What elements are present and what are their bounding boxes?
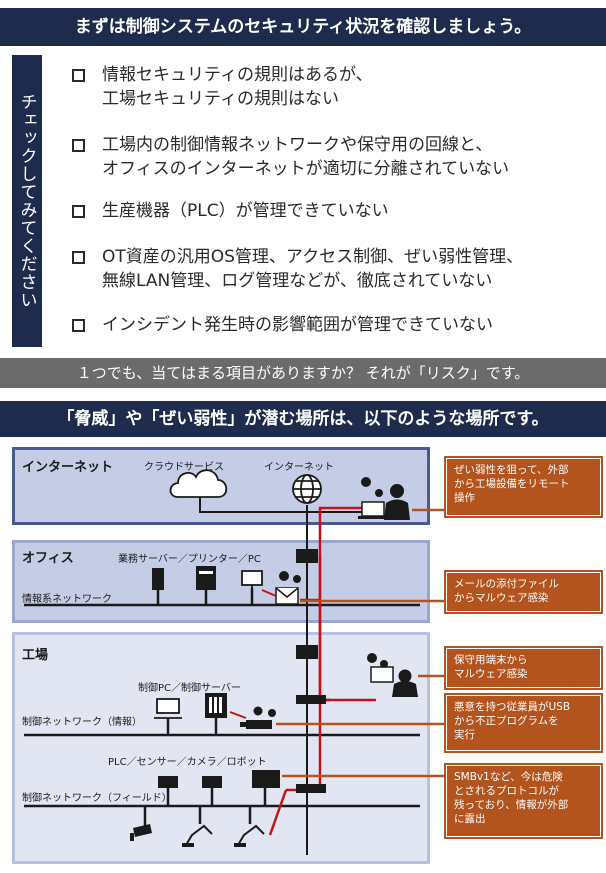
plc-icon <box>158 770 280 788</box>
office-network-line <box>24 588 420 607</box>
checkbox-icon[interactable] <box>72 319 85 332</box>
zone-factory <box>12 632 430 864</box>
checkbox-icon[interactable] <box>72 251 85 264</box>
callout-usb-malicious: 悪意を持つ従業員がUSB から不正プログラムを 実行 <box>444 693 603 753</box>
checkbox-icon[interactable] <box>72 139 85 152</box>
checklist-item-text: インシデント発生時の影響範囲が管理できていない <box>102 315 493 335</box>
switch-icon <box>296 695 326 793</box>
control-pc-label: 制御PC／制御サーバー <box>138 683 241 694</box>
risk-summary: １つでも、当てはまる項目がありますか？ それが「リスク」です。 <box>0 358 606 388</box>
email-attachment-icon <box>275 587 299 605</box>
cloud-icon <box>169 469 228 498</box>
checklist-banner: まずは制御システムのセキュリティ状況を確認しましょう。 <box>0 8 606 46</box>
checklist-item-text: 情報セキュリティの規則はあるが、 工場セキュリティの規則はない <box>102 65 373 109</box>
globe-icon <box>292 474 322 504</box>
threats-banner: 「脅威」や「ぜい弱性」が潜む場所は、以下のような場所です。 <box>0 401 606 437</box>
robot-arm-icon <box>185 824 265 846</box>
printer-icon <box>196 566 216 590</box>
devices-label: PLC／センサー／カメラ／ロボット <box>108 757 267 768</box>
callout-maintenance-malware: 保守用端末から マルウェア感染 <box>444 646 603 690</box>
pc-monitor-icon <box>241 570 263 588</box>
checklist-item-text: 工場内の制御情報ネットワークや保守用の回線と、 オフィスのインターネットが適切に… <box>102 135 510 179</box>
zone-internet-title: インターネット <box>22 460 114 475</box>
callout-email-malware: メールの添付ファイル からマルウェア感染 <box>444 570 603 614</box>
callout-smbv1-exposure: SMBv1など、今は危険 とされるプロトコルが 残っており、情報が外部 に露出 <box>444 763 603 839</box>
control-info-network-label: 制御ネットワーク（情報） <box>22 717 142 728</box>
control-field-network-label: 制御ネットワーク（フィールド） <box>22 793 172 804</box>
zone-office <box>12 540 430 623</box>
zone-office-title: オフィス <box>22 551 74 566</box>
usb-icon <box>240 720 272 729</box>
camera-icon <box>130 824 152 841</box>
checklist-item-text: 生産機器（PLC）が管理できていない <box>102 201 389 221</box>
control-server-icon <box>205 693 227 718</box>
checkbox-icon[interactable] <box>72 69 85 82</box>
callout-remote-operation: ぜい弱性を狙って、外部 から工場設備をリモート 操作 <box>444 456 603 518</box>
factory-field-network-line <box>24 788 420 828</box>
usb-arrow <box>229 711 247 719</box>
office-servers-label: 業務サーバー／プリンター／PC <box>118 554 261 565</box>
email-arrow <box>261 589 277 597</box>
zone-factory-title: 工場 <box>22 648 49 663</box>
backbone-line <box>199 497 370 855</box>
maintenance-terminal-icon <box>370 666 418 697</box>
firewall-icon <box>296 549 318 659</box>
virus-icon <box>253 477 388 717</box>
robot-base-icon <box>182 843 246 847</box>
attacker-laptop-icon <box>358 484 410 520</box>
control-pc-icon <box>154 698 182 719</box>
callout-connectors <box>276 508 446 778</box>
cloud-service-label: クラウドサービス <box>144 462 224 473</box>
server-icon <box>152 568 164 590</box>
office-network-label: 情報系ネットワーク <box>22 594 112 605</box>
checklist-item-text: OT資産の汎用OS管理、アクセス制御、ぜい弱性管理、 無線LAN管理、ログ管理な… <box>102 247 524 291</box>
checklist-vertical-label: チェックしてみてください <box>12 55 42 347</box>
internet-label: インターネット <box>264 462 334 473</box>
checkbox-icon[interactable] <box>72 205 85 218</box>
